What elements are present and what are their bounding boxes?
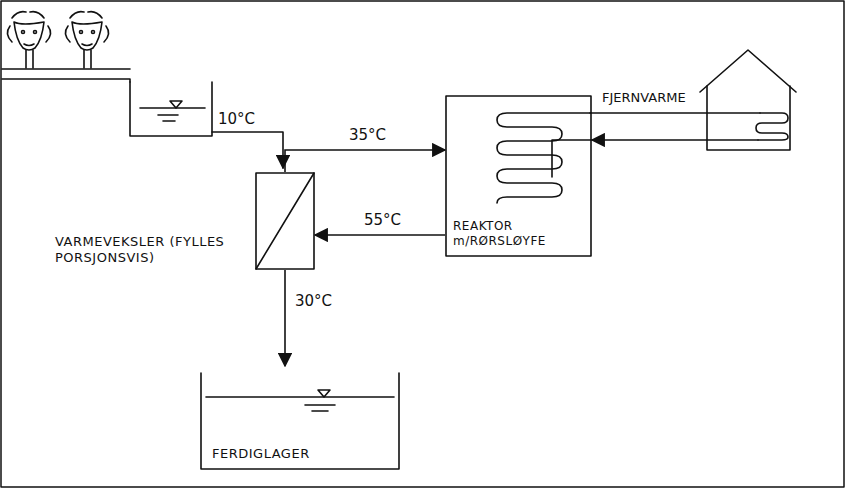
temperature-label: 55°C (362, 211, 403, 229)
heat-exchanger-box: VARMEVEKSLER (FYLLES PORSJONSVIS) (255, 172, 315, 270)
reactor-box: REAKTOR m/RØRSLØYFE (445, 95, 592, 257)
storage-tank: FERDIGLAGER (200, 372, 400, 470)
temperature-label: 10°C (216, 110, 257, 128)
flow-arrow (315, 234, 445, 236)
temperature-label: 30°C (293, 292, 334, 310)
flow-arrow (285, 150, 445, 172)
node-label: FERDIGLAGER (212, 446, 310, 462)
district-heating-label: FJERNVARME (600, 90, 688, 105)
node-label: REAKTOR m/RØRSLØYFE (453, 219, 584, 249)
node-label: VARMEVEKSLER (FYLLES PORSJONSVIS) (55, 234, 247, 267)
exchanger-outline (255, 172, 315, 270)
flow-arrow (284, 270, 286, 366)
temperature-label: 35°C (347, 126, 388, 144)
